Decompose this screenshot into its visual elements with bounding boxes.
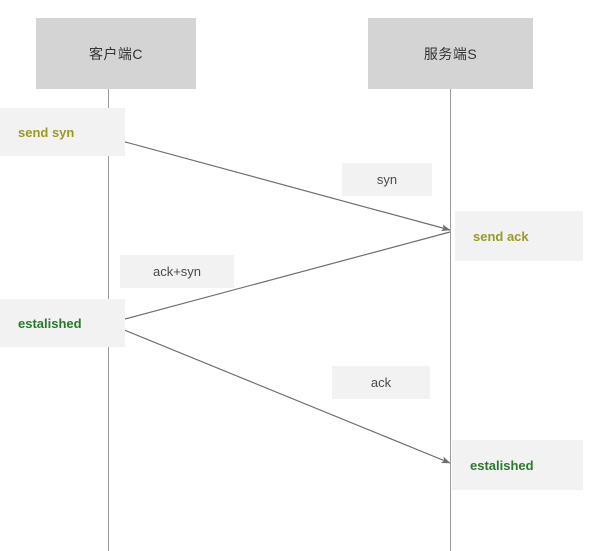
state-note-client-established: estalished [0, 299, 125, 347]
message-note-ack-syn-label: ack+syn [152, 264, 202, 279]
message-note-syn-label: syn [376, 172, 398, 187]
lifeline-server [450, 89, 451, 551]
message-note-ack: ack [332, 366, 430, 399]
actor-box-server[interactable]: 服务端S [368, 18, 533, 89]
state-note-server-send-ack-label: send ack [473, 228, 529, 244]
state-note-server-send-ack: send ack [455, 211, 583, 261]
state-note-server-established-label: estalished [470, 457, 534, 473]
actor-label-server: 服务端S [423, 45, 478, 62]
state-note-client-established-label: estalished [18, 315, 82, 331]
state-note-client-send-syn-label: send syn [18, 124, 75, 140]
actor-box-client[interactable]: 客户端C [36, 18, 196, 89]
actor-label-client: 客户端C [88, 45, 144, 62]
message-arrow-syn [117, 139, 451, 232]
message-note-ack-label: ack [370, 375, 392, 390]
state-note-client-send-syn: send syn [0, 108, 125, 156]
message-note-ack-syn: ack+syn [120, 255, 234, 288]
state-note-server-established: estalished [452, 440, 583, 490]
message-arrow-ack [111, 324, 451, 464]
message-note-syn: syn [342, 163, 432, 196]
message-arrow-ack-syn [109, 231, 451, 325]
